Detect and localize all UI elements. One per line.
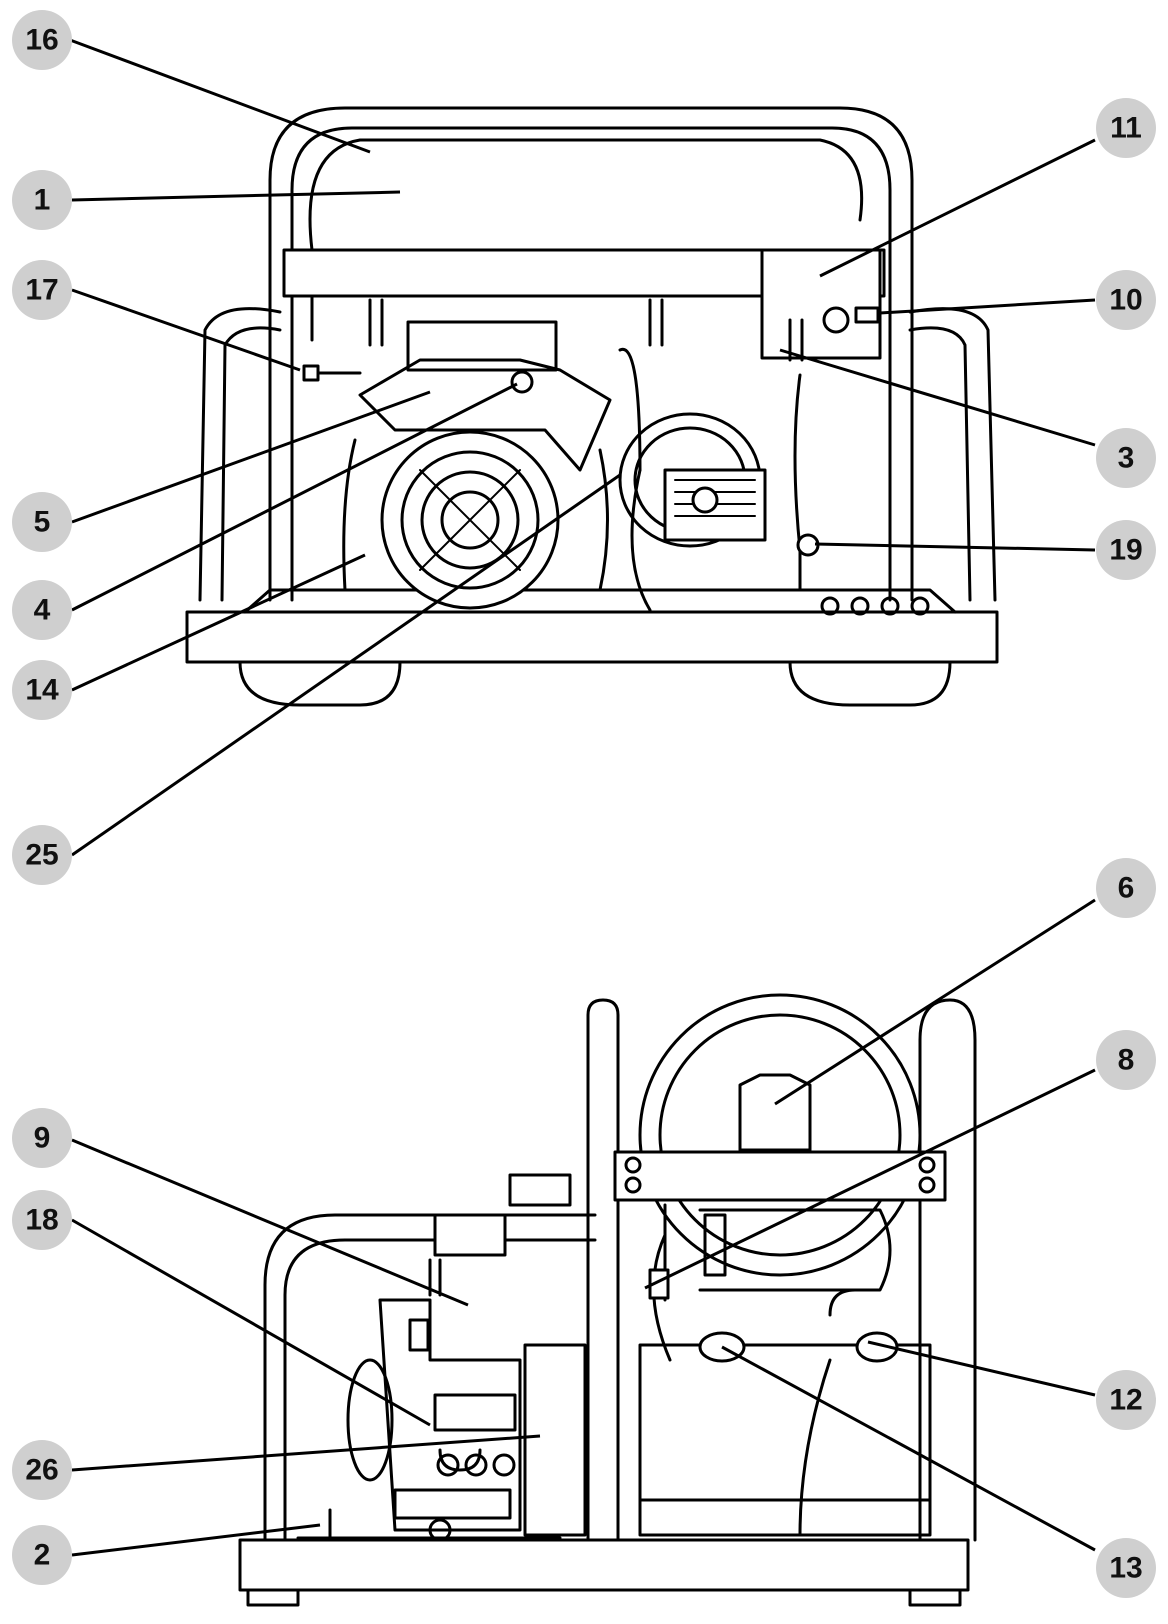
callout-badges: 16 1 17 5 4 14 25 11 10 3 19 9 18 26 2 6… xyxy=(12,10,1156,1598)
callout-19: 19 xyxy=(1096,520,1156,580)
callout-16-label: 16 xyxy=(25,24,58,57)
callout-8-label: 8 xyxy=(1118,1044,1135,1077)
callout-1-label: 1 xyxy=(34,184,51,217)
bottom-view-machine xyxy=(238,993,977,1607)
callout-9: 9 xyxy=(12,1108,72,1168)
callout-14: 14 xyxy=(12,660,72,720)
callout-6: 6 xyxy=(1096,858,1156,918)
callout-4: 4 xyxy=(12,580,72,640)
callout-11-label: 11 xyxy=(1110,112,1142,145)
callout-13-label: 13 xyxy=(1109,1552,1142,1585)
callout-2: 2 xyxy=(12,1525,72,1585)
leader-lines xyxy=(69,38,1096,1557)
callout-12: 12 xyxy=(1096,1370,1156,1430)
callout-3: 3 xyxy=(1096,428,1156,488)
callout-9-label: 9 xyxy=(34,1122,51,1155)
top-view-machine xyxy=(185,106,999,707)
callout-4-label: 4 xyxy=(34,594,51,627)
callout-13: 13 xyxy=(1096,1538,1156,1598)
callout-18-label: 18 xyxy=(25,1204,58,1237)
callout-25: 25 xyxy=(12,825,72,885)
callout-12-label: 12 xyxy=(1109,1384,1142,1417)
callout-5: 5 xyxy=(12,492,72,552)
callout-26: 26 xyxy=(12,1440,72,1500)
callout-8: 8 xyxy=(1096,1030,1156,1090)
callout-10: 10 xyxy=(1096,270,1156,330)
callout-5-label: 5 xyxy=(34,506,51,539)
callout-17: 17 xyxy=(12,260,72,320)
callout-14-label: 14 xyxy=(25,674,59,707)
callout-11: 11 xyxy=(1096,98,1156,158)
callout-18: 18 xyxy=(12,1190,72,1250)
callout-26-label: 26 xyxy=(25,1454,58,1487)
callout-25-label: 25 xyxy=(25,839,58,872)
callout-6-label: 6 xyxy=(1118,872,1135,905)
callout-10-label: 10 xyxy=(1109,284,1142,317)
callout-3-label: 3 xyxy=(1118,442,1135,475)
callout-2-label: 2 xyxy=(34,1539,51,1572)
callout-19-label: 19 xyxy=(1109,534,1142,567)
callout-16: 16 xyxy=(12,10,72,70)
callout-17-label: 17 xyxy=(25,274,58,307)
callout-1: 1 xyxy=(12,170,72,230)
